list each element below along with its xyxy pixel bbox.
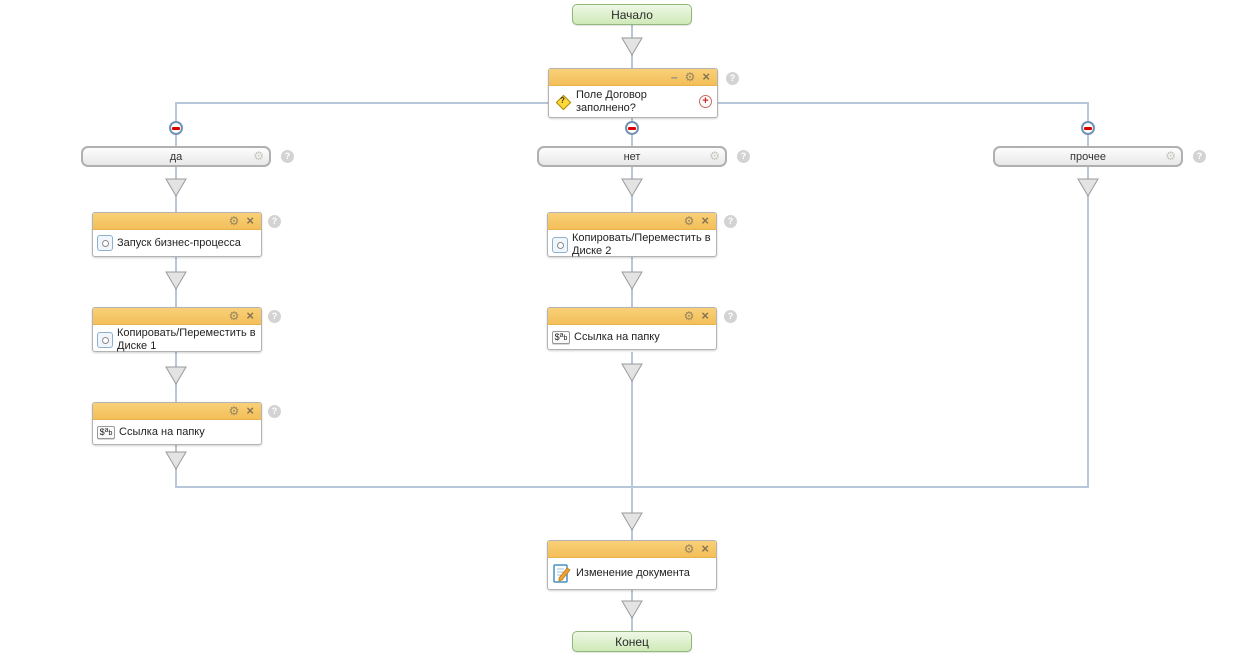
activity-block-copy-disk2[interactable]: ⚙ × Копировать/Переместить в Диске 2 (547, 212, 717, 257)
activity-block-copy-disk1[interactable]: ⚙ × Копировать/Переместить в Диске 1 (92, 307, 262, 352)
activity-title: Ссылка на папку (119, 425, 205, 438)
arrow-down-icon[interactable] (621, 512, 643, 531)
minimize-icon[interactable]: – (670, 70, 678, 84)
activity-block-edit-document[interactable]: ⚙ × Изменение документа (547, 540, 717, 590)
block-body: Изменение документа (548, 558, 716, 589)
branch-bar-net[interactable]: нет ⚙ (537, 146, 727, 167)
block-body: Копировать/Переместить в Диске 1 (93, 325, 261, 355)
gear-icon[interactable]: ⚙ (228, 404, 240, 418)
close-icon[interactable]: × (701, 213, 709, 228)
help-icon[interactable]: ? (724, 310, 737, 323)
block-header: – ⚙ × (549, 69, 717, 86)
block-body: Запуск бизнес-процесса (93, 230, 261, 256)
gear-icon[interactable]: ⚙ (253, 149, 264, 163)
activity-title: Изменение документа (576, 567, 690, 579)
close-icon[interactable]: × (702, 69, 710, 84)
block-header: ⚙ × (548, 308, 716, 325)
condition-diamond-icon: ? (553, 93, 572, 111)
close-icon[interactable]: × (246, 308, 254, 323)
gear-icon[interactable]: ⚙ (684, 70, 696, 84)
activity-title: Копировать/Переместить в Диске 1 (117, 327, 256, 352)
connector-line (175, 102, 549, 104)
branch-bar-prochee[interactable]: прочее ⚙ (993, 146, 1183, 167)
arrow-down-icon[interactable] (621, 37, 643, 56)
connector-line (1087, 167, 1089, 488)
arrow-down-icon[interactable] (165, 366, 187, 385)
collapse-branch-icon[interactable] (1081, 121, 1095, 135)
block-header: ⚙ × (548, 541, 716, 558)
add-branch-icon[interactable]: + (699, 95, 712, 108)
end-node: Конец (572, 631, 692, 652)
help-icon[interactable]: ? (268, 405, 281, 418)
activity-block-run-bp[interactable]: ⚙ × Запуск бизнес-процесса (92, 212, 262, 257)
arrow-down-icon[interactable] (621, 178, 643, 197)
connector-line (175, 486, 1089, 488)
arrow-down-icon[interactable] (621, 600, 643, 619)
activity-title: Копировать/Переместить в Диске 2 (572, 232, 711, 257)
block-header: ⚙ × (93, 213, 261, 230)
block-body: ? Поле Договор заполнено? + (549, 86, 717, 117)
arrow-down-icon[interactable] (621, 363, 643, 382)
arrow-down-icon[interactable] (621, 271, 643, 290)
condition-title: Поле Договор заполнено? (576, 88, 647, 114)
connector-line (717, 102, 1089, 104)
start-node: Начало (572, 4, 692, 25)
activity-title: Ссылка на папку (574, 330, 660, 343)
gear-icon[interactable]: ⚙ (683, 309, 695, 323)
help-icon[interactable]: ? (1193, 150, 1206, 163)
collapse-branch-icon[interactable] (625, 121, 639, 135)
close-icon[interactable]: × (246, 403, 254, 418)
activity-record-icon (97, 235, 113, 251)
connector-line (631, 352, 633, 540)
branch-label: прочее (1070, 150, 1106, 163)
help-icon[interactable]: ? (726, 72, 739, 85)
help-icon[interactable]: ? (268, 310, 281, 323)
start-label: Начало (611, 7, 653, 22)
gear-icon[interactable]: ⚙ (709, 149, 720, 163)
collapse-branch-icon[interactable] (169, 121, 183, 135)
activity-record-icon (552, 237, 568, 253)
close-icon[interactable]: × (701, 541, 709, 556)
arrow-down-icon[interactable] (165, 271, 187, 290)
gear-icon[interactable]: ⚙ (683, 542, 695, 556)
condition-block[interactable]: – ⚙ × ? Поле Договор заполнено? + (548, 68, 718, 118)
gear-icon[interactable]: ⚙ (228, 309, 240, 323)
gear-icon[interactable]: ⚙ (683, 214, 695, 228)
gear-icon[interactable]: ⚙ (228, 214, 240, 228)
help-icon[interactable]: ? (281, 150, 294, 163)
end-label: Конец (615, 634, 649, 649)
help-icon[interactable]: ? (268, 215, 281, 228)
gear-icon[interactable]: ⚙ (1165, 149, 1176, 163)
branch-bar-da[interactable]: да ⚙ (81, 146, 271, 167)
arrow-down-icon[interactable] (1077, 178, 1099, 197)
help-icon[interactable]: ? (724, 215, 737, 228)
document-edit-icon (552, 563, 572, 584)
help-icon[interactable]: ? (737, 150, 750, 163)
close-icon[interactable]: × (246, 213, 254, 228)
block-header: ⚙ × (93, 403, 261, 420)
block-body: Копировать/Переместить в Диске 2 (548, 230, 716, 260)
branch-label: да (169, 150, 183, 163)
arrow-down-icon[interactable] (165, 451, 187, 470)
activity-title: Запуск бизнес-процесса (117, 236, 241, 249)
block-header: ⚙ × (548, 213, 716, 230)
branch-label: нет (623, 150, 641, 163)
arrow-down-icon[interactable] (165, 178, 187, 197)
close-icon[interactable]: × (701, 308, 709, 323)
block-header: ⚙ × (93, 308, 261, 325)
activity-record-icon (97, 332, 113, 348)
